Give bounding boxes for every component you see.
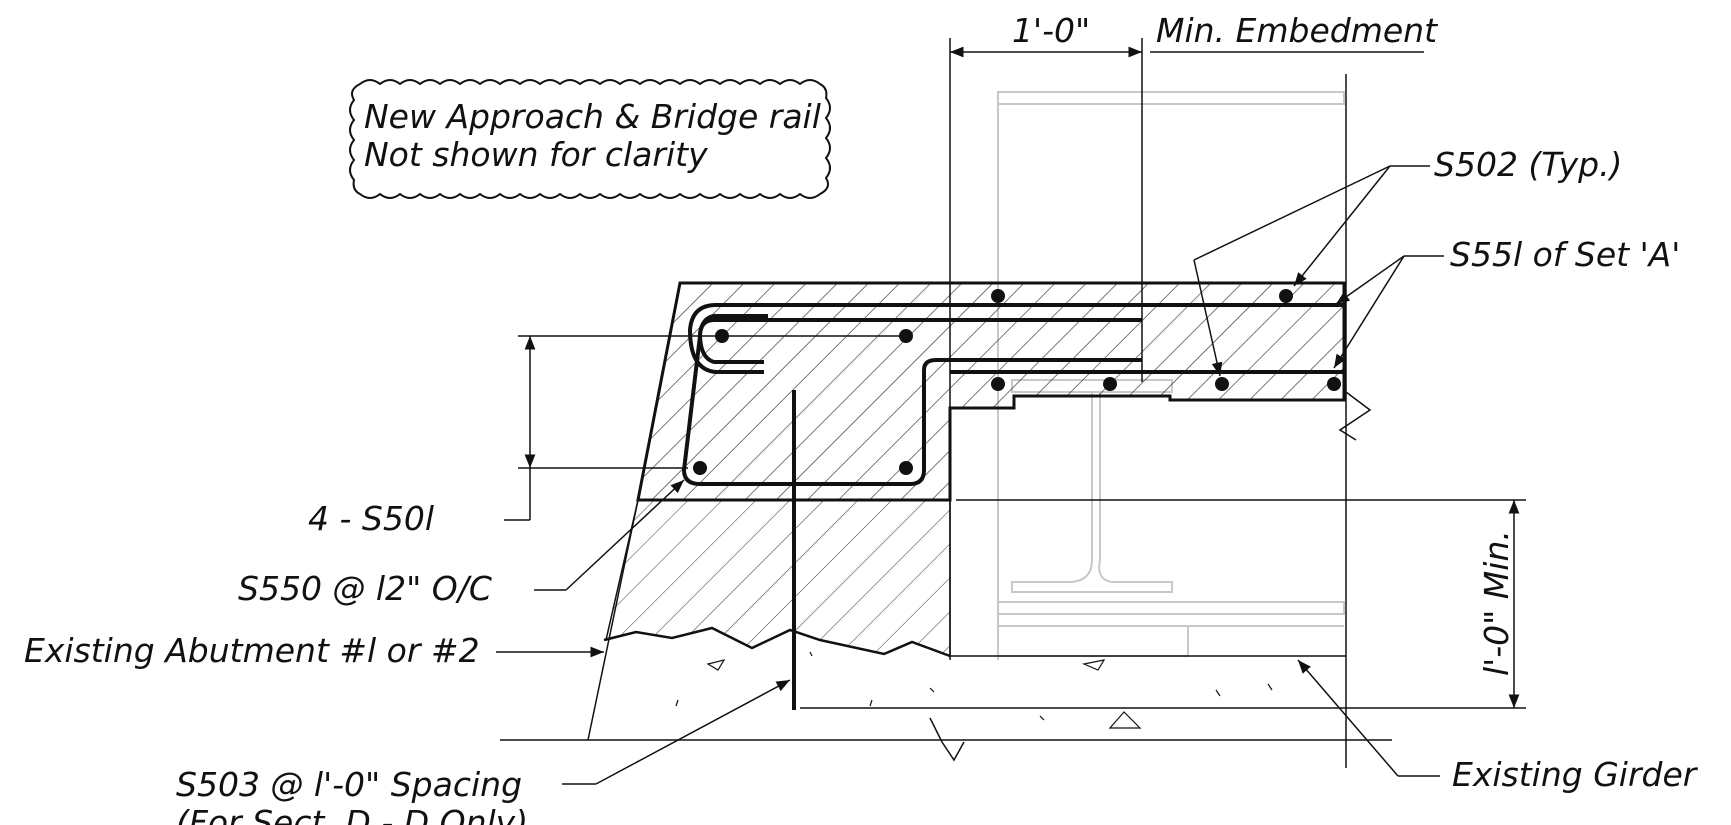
cloud-note-line1: New Approach & Bridge rail — [364, 97, 821, 136]
label-s501: 4 - S50l — [308, 499, 434, 538]
label-abutment: Existing Abutment #l or #2 — [24, 631, 480, 670]
existing-abutment-hatch — [604, 499, 951, 658]
dimension-left — [504, 335, 900, 521]
label-s551: S55l of Set 'A' — [1450, 235, 1680, 274]
label-s502: S502 (Typ.) — [1434, 145, 1622, 184]
dimension-top-text: 1'-0" — [1012, 11, 1090, 50]
rebar-s550-stirrup — [681, 318, 1142, 486]
cloud-note-line2: Not shown for clarity — [364, 135, 708, 174]
label-girder: Existing Girder — [1452, 755, 1699, 794]
abutment-left-face — [587, 499, 639, 741]
label-s503-note: (For Sect. D - D Only) — [176, 803, 528, 825]
girder-break — [1338, 391, 1372, 441]
min-embedment-text: Min. Embedment — [1156, 11, 1438, 50]
dimension-right: l'-0" Min. — [1477, 500, 1520, 708]
concrete-aggregate — [675, 651, 1273, 729]
callout-girder: Existing Girder — [1297, 659, 1699, 794]
callout-s503: S503 @ l'-0" Spacing (For Sect. D - D On… — [176, 679, 791, 825]
cloud-note: New Approach & Bridge rail Not shown for… — [349, 79, 831, 199]
ground-break — [929, 717, 965, 762]
dimension-top: 1'-0" Min. Embedment — [950, 11, 1438, 58]
callout-abutment: Existing Abutment #l or #2 — [24, 631, 604, 670]
callout-s550: S550 @ l2" O/C — [238, 479, 685, 608]
callout-s502: S502 (Typ.) — [1193, 145, 1622, 377]
label-s503: S503 @ l'-0" Spacing — [176, 765, 522, 804]
dimension-right-text: l'-0" Min. — [1477, 530, 1516, 676]
rebar-dots — [693, 289, 1341, 475]
abutment-break-line — [603, 626, 951, 658]
callout-s551: S55l of Set 'A' — [1333, 235, 1680, 369]
label-s550: S550 @ l2" O/C — [238, 569, 492, 608]
